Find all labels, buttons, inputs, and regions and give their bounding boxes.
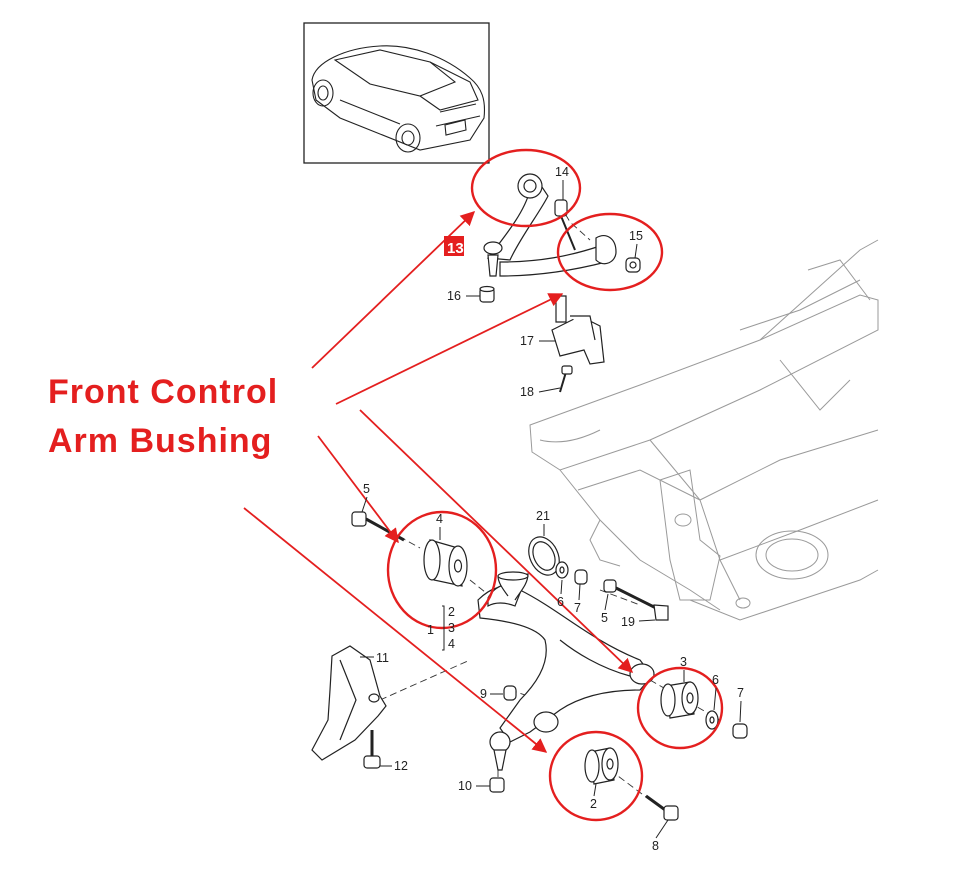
part-labels: 14 15 16 17 18 5 4 21 6 7 5 19 1 2 3 4 1… bbox=[360, 165, 744, 853]
label-1-2: 2 bbox=[448, 605, 455, 619]
label-4: 4 bbox=[436, 512, 443, 526]
callout-line-2: Arm Bushing bbox=[48, 422, 273, 460]
ring-21 bbox=[528, 536, 560, 576]
label-10: 10 bbox=[458, 779, 472, 793]
label-5a: 5 bbox=[363, 482, 370, 496]
label-1-4: 4 bbox=[448, 637, 455, 651]
label-17: 17 bbox=[520, 334, 534, 348]
car-icon bbox=[311, 45, 486, 153]
label-1: 1 bbox=[427, 623, 434, 637]
arrow-bushing-2 bbox=[243, 507, 548, 753]
label-3: 3 bbox=[680, 655, 687, 669]
label-2: 2 bbox=[590, 797, 597, 811]
label-15: 15 bbox=[629, 229, 643, 243]
highlight-upper-right bbox=[556, 212, 664, 292]
label-9: 9 bbox=[480, 687, 487, 701]
label-11: 11 bbox=[376, 651, 389, 665]
callout-label: Front Control Arm Bushing bbox=[48, 368, 278, 466]
car-thumbnail bbox=[303, 22, 490, 164]
label-6a: 6 bbox=[557, 595, 564, 609]
hardware-upper bbox=[555, 561, 669, 621]
arrow-upper-right bbox=[335, 293, 564, 405]
label-14: 14 bbox=[555, 165, 569, 179]
bracket-11 bbox=[311, 645, 387, 769]
highlight-bushing-4 bbox=[386, 510, 498, 630]
bushing-2 bbox=[584, 747, 679, 821]
label-13: 13 bbox=[447, 240, 464, 257]
label-7a: 7 bbox=[574, 601, 581, 615]
label-19: 19 bbox=[621, 615, 635, 629]
label-12: 12 bbox=[394, 759, 408, 773]
highlight-bushing-2 bbox=[548, 730, 644, 822]
highlight-circles bbox=[386, 148, 724, 822]
callout-line-1: Front Control bbox=[48, 373, 279, 411]
upper-control-arm bbox=[483, 173, 641, 277]
lower-control-arm bbox=[477, 571, 655, 771]
highlight-upper-left bbox=[470, 148, 582, 228]
label-21: 21 bbox=[536, 509, 550, 523]
label-8: 8 bbox=[652, 839, 659, 853]
highlight-bushing-3 bbox=[636, 666, 724, 750]
badge-13 bbox=[444, 236, 464, 256]
label-6b: 6 bbox=[712, 673, 719, 687]
arrow-bushing-4 bbox=[317, 435, 399, 544]
bushing-3 bbox=[660, 681, 748, 739]
label-7b: 7 bbox=[737, 686, 744, 700]
label-1-3: 3 bbox=[448, 621, 455, 635]
label-5b: 5 bbox=[601, 611, 608, 625]
nut-16 bbox=[479, 285, 495, 303]
callout-arrows bbox=[243, 211, 634, 753]
label-18: 18 bbox=[520, 385, 534, 399]
nuts-9-10 bbox=[489, 685, 517, 793]
label-16: 16 bbox=[447, 289, 461, 303]
bushing-4 bbox=[423, 539, 468, 587]
subframe bbox=[529, 239, 879, 621]
arrow-bushing-3 bbox=[359, 409, 634, 673]
sensor-17 bbox=[551, 295, 605, 393]
